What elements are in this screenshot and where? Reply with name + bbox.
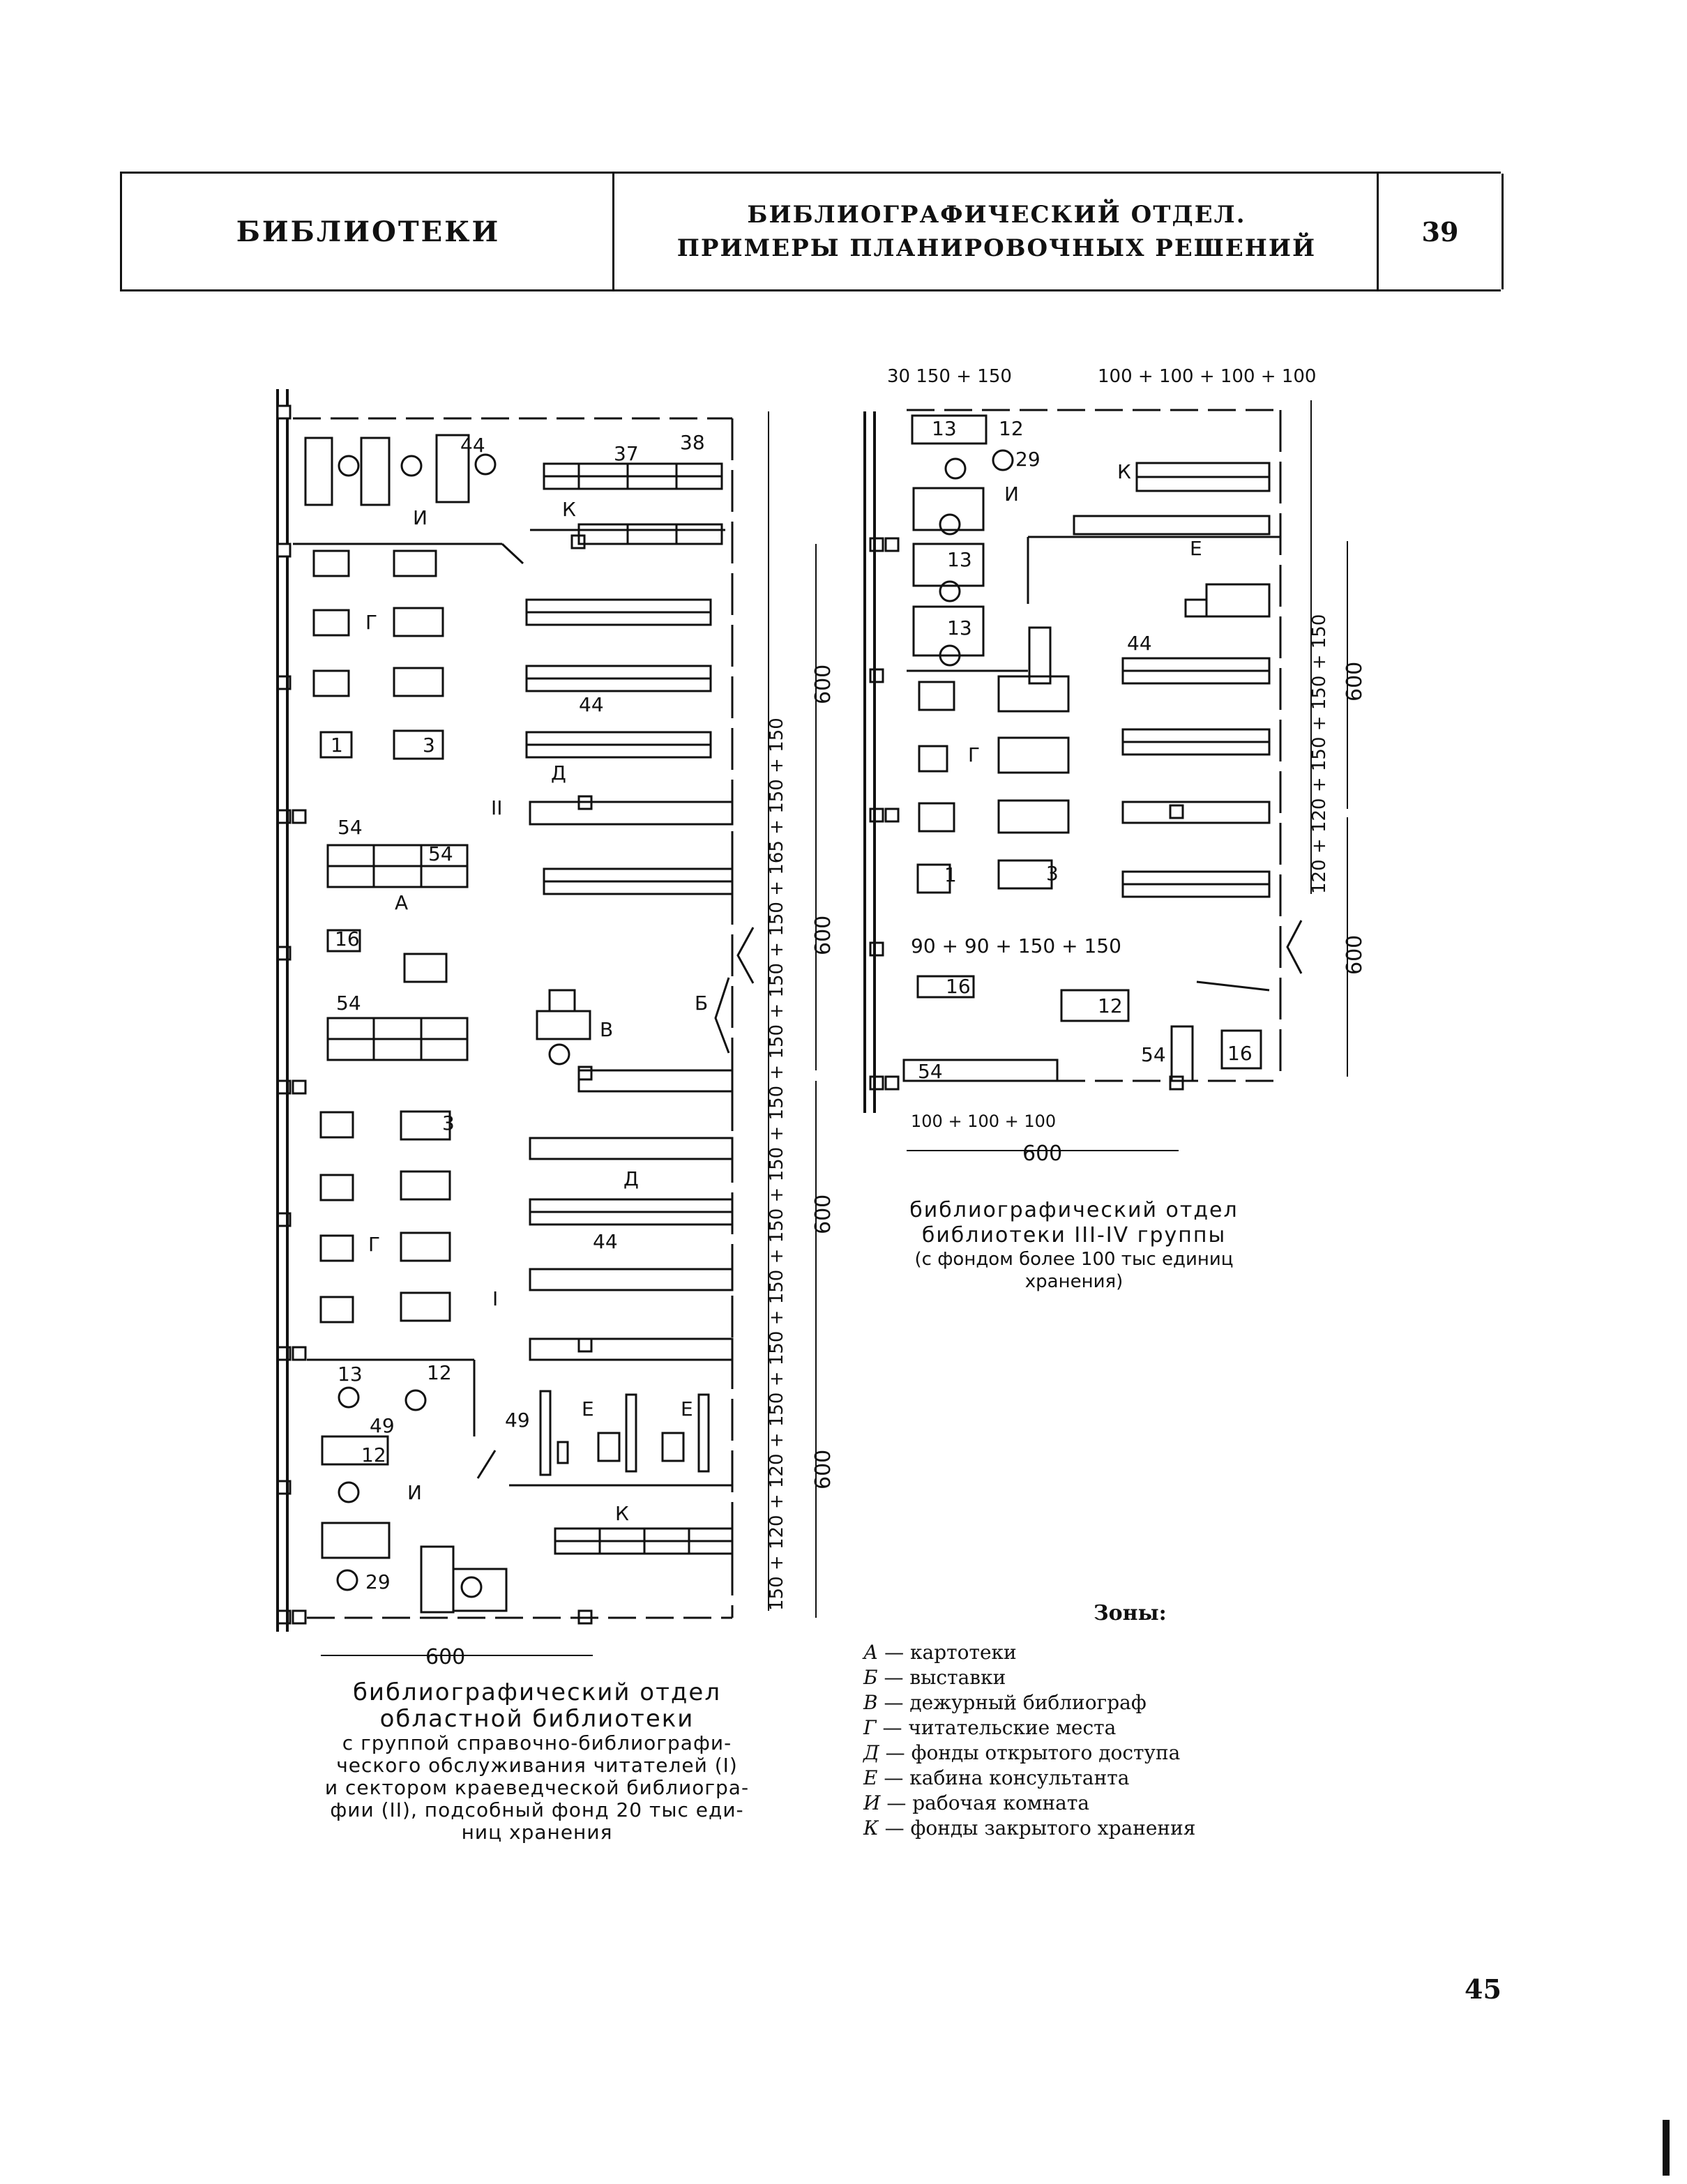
dim-left-600-c: 600 <box>811 1195 835 1234</box>
label-I-roman: I <box>492 1287 498 1310</box>
left-caption-line6: фии (II), подсобный фонд 20 тыс еди- <box>330 1798 744 1821</box>
label-I-top: И <box>413 506 428 529</box>
label-A: А <box>395 891 408 914</box>
label-1-r: 1 <box>944 863 957 886</box>
dim-right-chain: 120 + 120 + 150 + 150 + 150 <box>1309 614 1330 894</box>
label-I-bottom: И <box>407 1481 422 1504</box>
dim-left-600-b: 600 <box>811 916 835 955</box>
zone-item: К — фонды закрытого хранения <box>863 1817 1196 1840</box>
left-caption-line4: ческого обслуживания читателей (I) <box>336 1754 738 1777</box>
label-54-b: 54 <box>428 842 453 865</box>
zones-title: Зоны: <box>1094 1601 1167 1625</box>
left-caption-line3: с группой справочно-библиографи- <box>342 1731 732 1754</box>
label-D-2: Д <box>623 1167 639 1190</box>
page-number: 45 <box>1465 1973 1501 2005</box>
right-plan-caption: библиографический отдел библиотеки III-I… <box>865 1198 1283 1293</box>
label-44-low: 44 <box>593 1230 618 1253</box>
label-12-r-b: 12 <box>1098 994 1123 1017</box>
dim-right-600-a: 600 <box>1342 662 1367 702</box>
dim-left-chain: 150 + 120 + 120 + 150 + 150 + 150 + 150 … <box>766 718 787 1611</box>
label-12-r: 12 <box>999 417 1024 440</box>
dim-right-mid: 90 + 90 + 150 + 150 <box>911 934 1121 957</box>
zone-item: В — дежурный библиограф <box>863 1691 1147 1714</box>
label-12-left-b: 12 <box>361 1443 386 1466</box>
zone-item: И — рабочая комната <box>863 1791 1090 1814</box>
label-37: 37 <box>614 442 639 465</box>
dim-right-bottom: 600 <box>1022 1142 1062 1166</box>
label-49-b: 49 <box>505 1409 530 1432</box>
zone-item: Е — кабина консультанта <box>863 1766 1130 1789</box>
dim-right-top-b: 100 + 100 + 100 + 100 <box>1098 366 1316 387</box>
dim-left-bottom: 600 <box>425 1645 465 1669</box>
right-caption-line4: хранения) <box>1024 1271 1124 1292</box>
label-54-r-b: 54 <box>918 1060 943 1083</box>
label-16-r-b: 16 <box>1227 1042 1253 1065</box>
label-1-left: 1 <box>331 734 343 757</box>
label-K-r: К <box>1117 460 1131 483</box>
left-caption-line7: ниц хранения <box>461 1821 613 1844</box>
label-12-left: 12 <box>427 1361 452 1384</box>
dim-right-top-a: 30 150 + 150 <box>887 366 1012 387</box>
zone-item: А — картотеки <box>863 1641 1017 1664</box>
right-floor-plan <box>863 400 1348 1151</box>
sheet-number: 39 <box>1377 174 1504 289</box>
zone-item: Д — фонды открытого доступа <box>863 1741 1181 1764</box>
label-K-bottom: К <box>615 1502 629 1525</box>
label-3-left-b: 3 <box>442 1112 455 1135</box>
label-V: В <box>600 1018 613 1041</box>
dim-right-600-b: 600 <box>1342 935 1367 975</box>
sheet-title-line1: БИБЛИОГРАФИЧЕСКИЙ ОТДЕЛ. <box>747 201 1246 229</box>
label-44-top: 44 <box>460 434 485 457</box>
label-13-r-b: 13 <box>947 548 972 571</box>
left-floor-plan <box>276 389 817 1656</box>
dim-left-600-d: 600 <box>811 1450 835 1489</box>
label-54-c: 54 <box>336 992 361 1015</box>
label-D-1: Д <box>551 761 566 784</box>
left-plan-caption: библиографический отдел областной библио… <box>293 1679 781 1844</box>
dim-left-600-a: 600 <box>811 665 835 704</box>
label-16-left: 16 <box>335 927 360 950</box>
label-3-r: 3 <box>1046 862 1059 885</box>
edge-mark <box>1663 2120 1670 2176</box>
label-44-mid: 44 <box>579 693 604 716</box>
label-E-1: Е <box>582 1397 594 1420</box>
label-G-2: Г <box>368 1233 380 1256</box>
label-16-r: 16 <box>946 975 971 998</box>
sheet-title-line2: ПРИМЕРЫ ПЛАНИРОВОЧНЫХ РЕШЕНИЙ <box>676 234 1317 262</box>
dim-right-bottom-a: 100 + 100 + 100 <box>911 1112 1056 1131</box>
label-3-left: 3 <box>423 734 435 757</box>
sheet-title: БИБЛИОГРАФИЧЕСКИЙ ОТДЕЛ. ПРИМЕРЫ ПЛАНИРО… <box>612 174 1379 289</box>
label-54-r: 54 <box>1141 1043 1166 1066</box>
label-G-1: Г <box>365 611 377 634</box>
label-54-a: 54 <box>338 816 363 839</box>
label-E-2: Е <box>681 1397 693 1420</box>
zone-item: Б — выставки <box>863 1666 1006 1689</box>
label-K-top: К <box>562 498 576 521</box>
right-caption-line3: (с фондом более 100 тыс единиц <box>914 1249 1234 1270</box>
zone-item: Г — читательские места <box>863 1716 1117 1739</box>
label-13-r-c: 13 <box>947 616 972 639</box>
label-B: Б <box>695 992 708 1015</box>
page-header: БИБЛИОТЕКИ БИБЛИОГРАФИЧЕСКИЙ ОТДЕЛ. ПРИМ… <box>120 172 1504 291</box>
label-13-r: 13 <box>932 417 957 440</box>
zones-list: А — картотеки Б — выставки В — дежурный … <box>863 1640 1195 1841</box>
right-caption-line1: библиографический отдел <box>909 1198 1239 1222</box>
left-caption-line5: и сектором краеведческой библиогра- <box>324 1776 750 1799</box>
label-29-r: 29 <box>1015 448 1041 471</box>
right-caption-line2: библиотеки III-IV группы <box>921 1223 1227 1248</box>
label-II: II <box>491 796 503 819</box>
left-caption-line1: библиографический отдел <box>352 1678 722 1706</box>
label-G-r: Г <box>968 743 980 766</box>
label-38: 38 <box>680 431 705 454</box>
left-caption-line2: областной библиотеки <box>379 1705 695 1733</box>
label-13-left: 13 <box>338 1363 363 1386</box>
label-E-r: Е <box>1190 537 1202 560</box>
label-I-r: И <box>1004 483 1019 506</box>
label-44-r: 44 <box>1127 632 1152 655</box>
label-29-left: 29 <box>365 1570 391 1593</box>
section-title: БИБЛИОТЕКИ <box>120 174 614 289</box>
label-49-a: 49 <box>370 1414 395 1437</box>
